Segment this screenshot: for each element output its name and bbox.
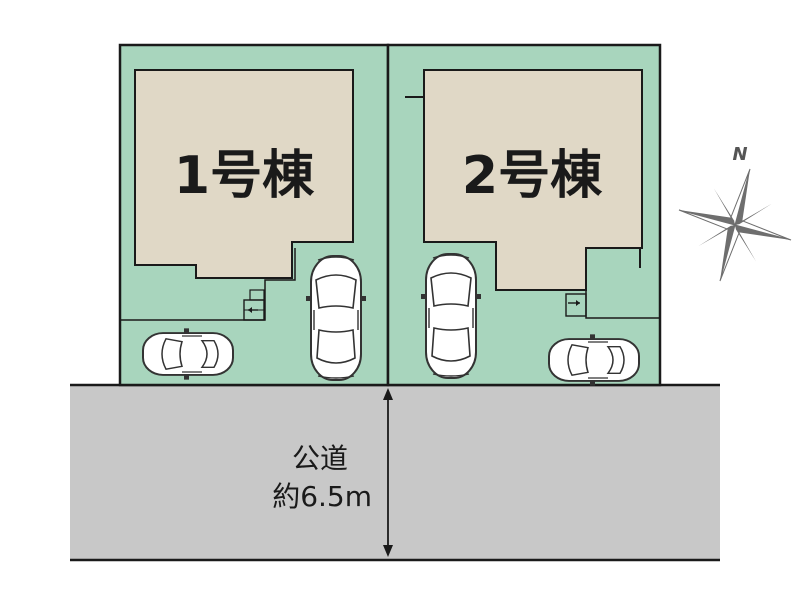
public-road bbox=[70, 385, 720, 560]
building-2 bbox=[423, 69, 643, 291]
entrance-step-icon bbox=[243, 289, 265, 321]
plot-1-label: 1号棟 bbox=[174, 146, 315, 206]
lot-1-parking-boundary bbox=[120, 248, 296, 321]
road-name: 公道 bbox=[292, 442, 348, 475]
plot-2-label: 2号棟 bbox=[462, 146, 603, 206]
compass-rose-icon bbox=[678, 168, 792, 282]
compass-north-label: N bbox=[732, 144, 747, 165]
building-1 bbox=[134, 69, 354, 279]
entrance-step-icon bbox=[565, 293, 587, 317]
car-icon bbox=[142, 327, 234, 381]
dimension-arrow-icon bbox=[383, 388, 393, 557]
road-width: 約6.5m bbox=[272, 480, 372, 513]
car-icon bbox=[548, 333, 640, 387]
car-icon bbox=[420, 253, 482, 379]
car-icon bbox=[305, 255, 367, 381]
